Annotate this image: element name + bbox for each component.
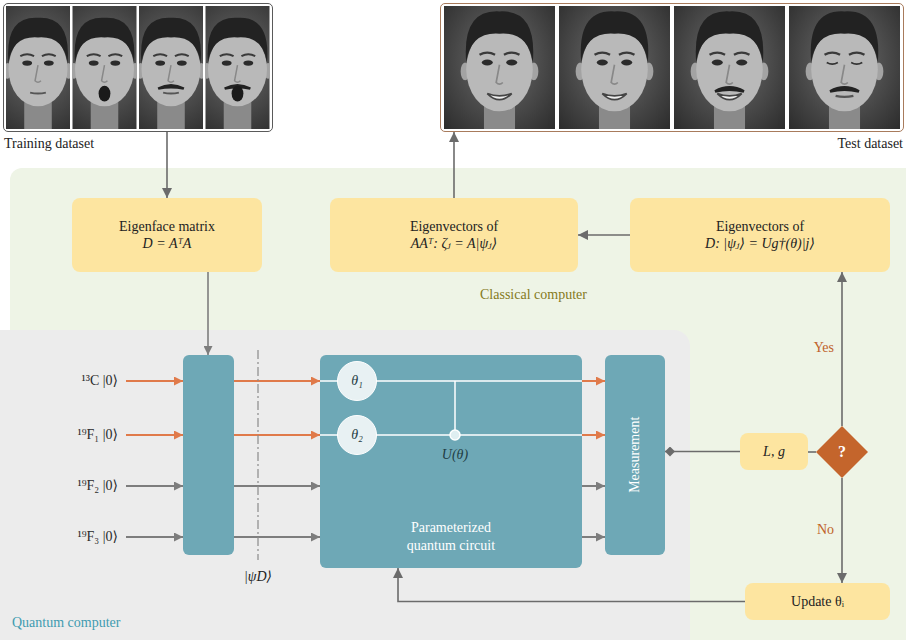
- box-title: Eigenface matrix: [119, 218, 215, 236]
- state-label: |ψD⟩: [244, 568, 272, 586]
- panel-label-slot: Classical computer: [480, 286, 587, 304]
- panel-label: Classical computer: [480, 286, 587, 304]
- box-title: Eigenvectors of: [716, 218, 804, 236]
- edge-label-slot: No: [780, 521, 834, 539]
- connector: [578, 234, 630, 236]
- edge-label: No: [817, 521, 834, 539]
- edge-label: Yes: [814, 339, 834, 357]
- box-title: Eigenvectors of: [410, 218, 498, 236]
- qubit-label: ¹³C |0⟩: [82, 372, 119, 390]
- measurement-block: Measurement: [605, 355, 665, 555]
- rotation-gate: θ₂: [337, 415, 377, 455]
- box-title: Update θᵢ: [791, 593, 844, 611]
- box-formula: D: |ψⱼ⟩ = Ug†(θ)|j⟩: [705, 235, 815, 253]
- loss-box: L, g: [740, 433, 808, 470]
- circuit-title: Parameterized quantum circuit: [389, 519, 514, 554]
- measurement-label: Measurement: [626, 417, 644, 493]
- eigenvector-box: Eigenvectors ofD: |ψⱼ⟩ = Ug†(θ)|j⟩: [630, 198, 890, 272]
- box-formula: D = AᵀA: [143, 235, 192, 253]
- control-line: [454, 381, 456, 430]
- label-slot: ¹⁹F₁ |0⟩: [20, 426, 118, 444]
- label-slot: |ψD⟩: [223, 568, 293, 586]
- update-box: Update θᵢ: [745, 583, 890, 620]
- rotation-gate: θ₁: [337, 361, 377, 401]
- test-photo-strip: Test dataset: [440, 3, 904, 132]
- qubit-label: ¹⁹F₁ |0⟩: [77, 426, 118, 444]
- connector: [841, 478, 843, 583]
- decision-diamond: ?: [816, 426, 868, 478]
- decision-mark: ?: [838, 442, 846, 462]
- circuit-title-slot: Parameterized quantum circuit: [320, 519, 582, 554]
- strip-label-slot: Test dataset: [838, 135, 904, 153]
- dataset-label: Training dataset: [4, 135, 94, 153]
- qubit-label: ¹⁹F₃ |0⟩: [77, 528, 118, 546]
- qubit-label: ¹⁹F₂ |0⟩: [77, 477, 118, 495]
- label-slot: ¹⁹F₃ |0⟩: [20, 528, 118, 546]
- training-photo-strip: Training dataset: [3, 3, 273, 132]
- connector: [665, 451, 740, 453]
- connector: [398, 568, 745, 602]
- panel-label: Quantum computer: [12, 614, 120, 632]
- connector: [808, 451, 816, 453]
- label-slot: ¹³C |0⟩: [20, 372, 118, 390]
- strip-label-slot: Training dataset: [4, 135, 94, 153]
- connector: [166, 132, 168, 198]
- eigenface-box: Eigenface matrixD = AᵀA: [72, 198, 262, 272]
- unitary-label: U(θ): [442, 446, 468, 464]
- eigenvector-box: Eigenvectors ofAAᵀ: ζⱼ = A|ψⱼ⟩: [330, 198, 578, 272]
- label-slot: ¹⁹F₂ |0⟩: [20, 477, 118, 495]
- control-dot: [450, 430, 460, 440]
- connector: [453, 132, 455, 198]
- box-title: L, g: [763, 443, 785, 461]
- gate-parameter: θ₂: [351, 426, 363, 444]
- diamond-outline: [816, 426, 868, 478]
- connector: [841, 272, 843, 426]
- panel-label-slot: Quantum computer: [12, 614, 120, 632]
- dataset-label: Test dataset: [838, 135, 904, 153]
- gate-parameter: θ₁: [351, 372, 363, 390]
- edge-label-slot: Yes: [780, 339, 834, 357]
- box-formula: AAᵀ: ζⱼ = A|ψⱼ⟩: [411, 235, 498, 253]
